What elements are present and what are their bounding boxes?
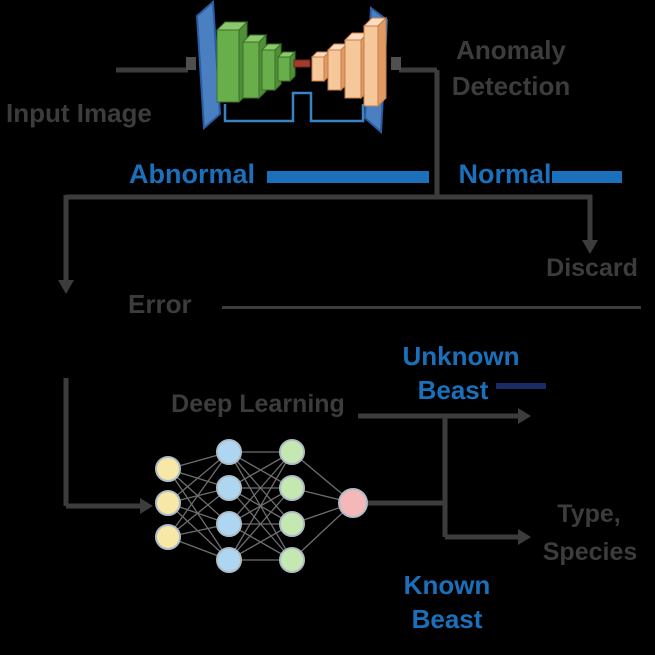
- unknown-beast-dash: [496, 383, 546, 389]
- classifier-network: [155, 439, 368, 573]
- arrow-to-unknown: [518, 408, 531, 424]
- output-stub: [391, 57, 401, 70]
- hidden-layer-1-node: [216, 439, 242, 465]
- abnormal-label: Abnormal: [128, 159, 256, 189]
- input-image-label: Input Image: [6, 98, 152, 128]
- network-edge: [167, 487, 230, 538]
- input-stub: [186, 57, 196, 70]
- normal-underline: [552, 171, 622, 183]
- input-panel: [195, 0, 222, 131]
- hidden-layer-2-node: [279, 547, 305, 573]
- input-layer-node: [155, 456, 181, 482]
- network-edge: [228, 451, 293, 561]
- hidden-layer-1-node: [216, 547, 242, 573]
- normal-label: Normal: [458, 159, 552, 189]
- known-action-label-line1: Type,: [557, 500, 621, 528]
- hidden-layer-1-node: [216, 475, 242, 501]
- bottleneck-block: [293, 59, 311, 68]
- anomaly-detection-label-line1: Anomaly: [456, 35, 566, 65]
- autoencoder-outline: [223, 91, 365, 123]
- arrow-down-to-error: [58, 280, 74, 294]
- input-layer-node: [155, 490, 181, 516]
- encoder-blocks: [215, 20, 297, 104]
- arrow-into-network: [140, 498, 153, 514]
- abnormal-underline: [267, 171, 429, 183]
- classifier-label: Deep Learning: [171, 390, 345, 418]
- unknown-beast-label-line2: Beast: [417, 375, 489, 405]
- arrow-to-known: [518, 529, 531, 545]
- input-layer-node: [155, 524, 181, 550]
- flow-lines: [63, 67, 593, 540]
- discard-label: Discard: [546, 254, 638, 282]
- network-edge: [228, 487, 293, 561]
- decoder-blocks: [310, 16, 388, 108]
- hidden-layer-2-node: [279, 475, 305, 501]
- error-rule: [222, 306, 641, 309]
- network-edge: [167, 451, 230, 504]
- network-edge: [167, 468, 230, 561]
- known-beast-label-line1: Known: [403, 570, 491, 600]
- autoencoder-graphic: [186, 0, 401, 135]
- network-edge: [167, 502, 230, 561]
- anomaly-detection-label-line2: Detection: [451, 71, 571, 101]
- hidden-layer-2-node: [279, 439, 305, 465]
- hidden-layer-2-node: [279, 511, 305, 537]
- known-action-label-line2: Species: [542, 538, 638, 566]
- flow-arrows: [58, 240, 598, 545]
- network-edge: [167, 468, 230, 525]
- known-beast-label-line2: Beast: [411, 604, 483, 634]
- output-layer-node: [338, 488, 368, 518]
- network-edge: [228, 451, 293, 525]
- hidden-layer-1-node: [216, 511, 242, 537]
- unknown-beast-label-line1: Unknown: [402, 341, 520, 371]
- error-label: Error: [128, 289, 192, 319]
- network-edge: [167, 451, 230, 538]
- arrow-down-to-discard: [582, 240, 598, 254]
